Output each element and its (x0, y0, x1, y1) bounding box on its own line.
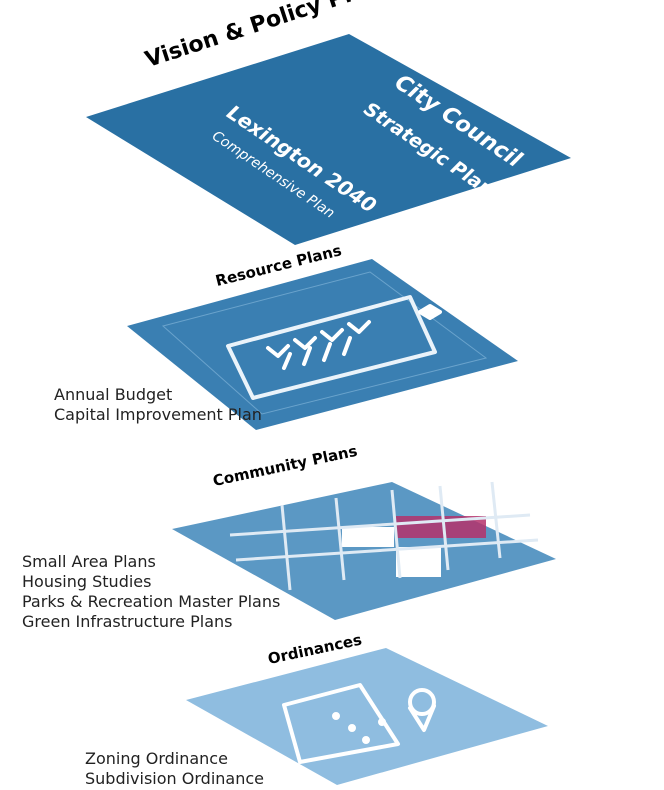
list-item: Small Area Plans (22, 552, 156, 571)
ordinances-list: Zoning Ordinance Subdivision Ordinance (85, 749, 264, 789)
community-plans-list: Small Area Plans Housing Studies Parks &… (22, 552, 280, 632)
clipboard-icon (226, 295, 442, 400)
resource-plate (127, 259, 518, 430)
resource-plans-list: Annual Budget Capital Improvement Plan (54, 385, 262, 425)
list-item: Capital Improvement Plan (54, 405, 262, 424)
ordinances-plate (186, 648, 548, 785)
street-map-icon (229, 481, 539, 591)
list-item: Green Infrastructure Plans (22, 612, 233, 631)
list-item: Subdivision Ordinance (85, 769, 264, 788)
list-item: Parks & Recreation Master Plans (22, 592, 281, 611)
list-item: Housing Studies (22, 572, 152, 591)
list-item: Annual Budget (54, 385, 173, 404)
vision-policy-plate (86, 34, 571, 245)
list-item: Zoning Ordinance (85, 749, 228, 768)
map-pin-terrain-icon (282, 683, 436, 764)
